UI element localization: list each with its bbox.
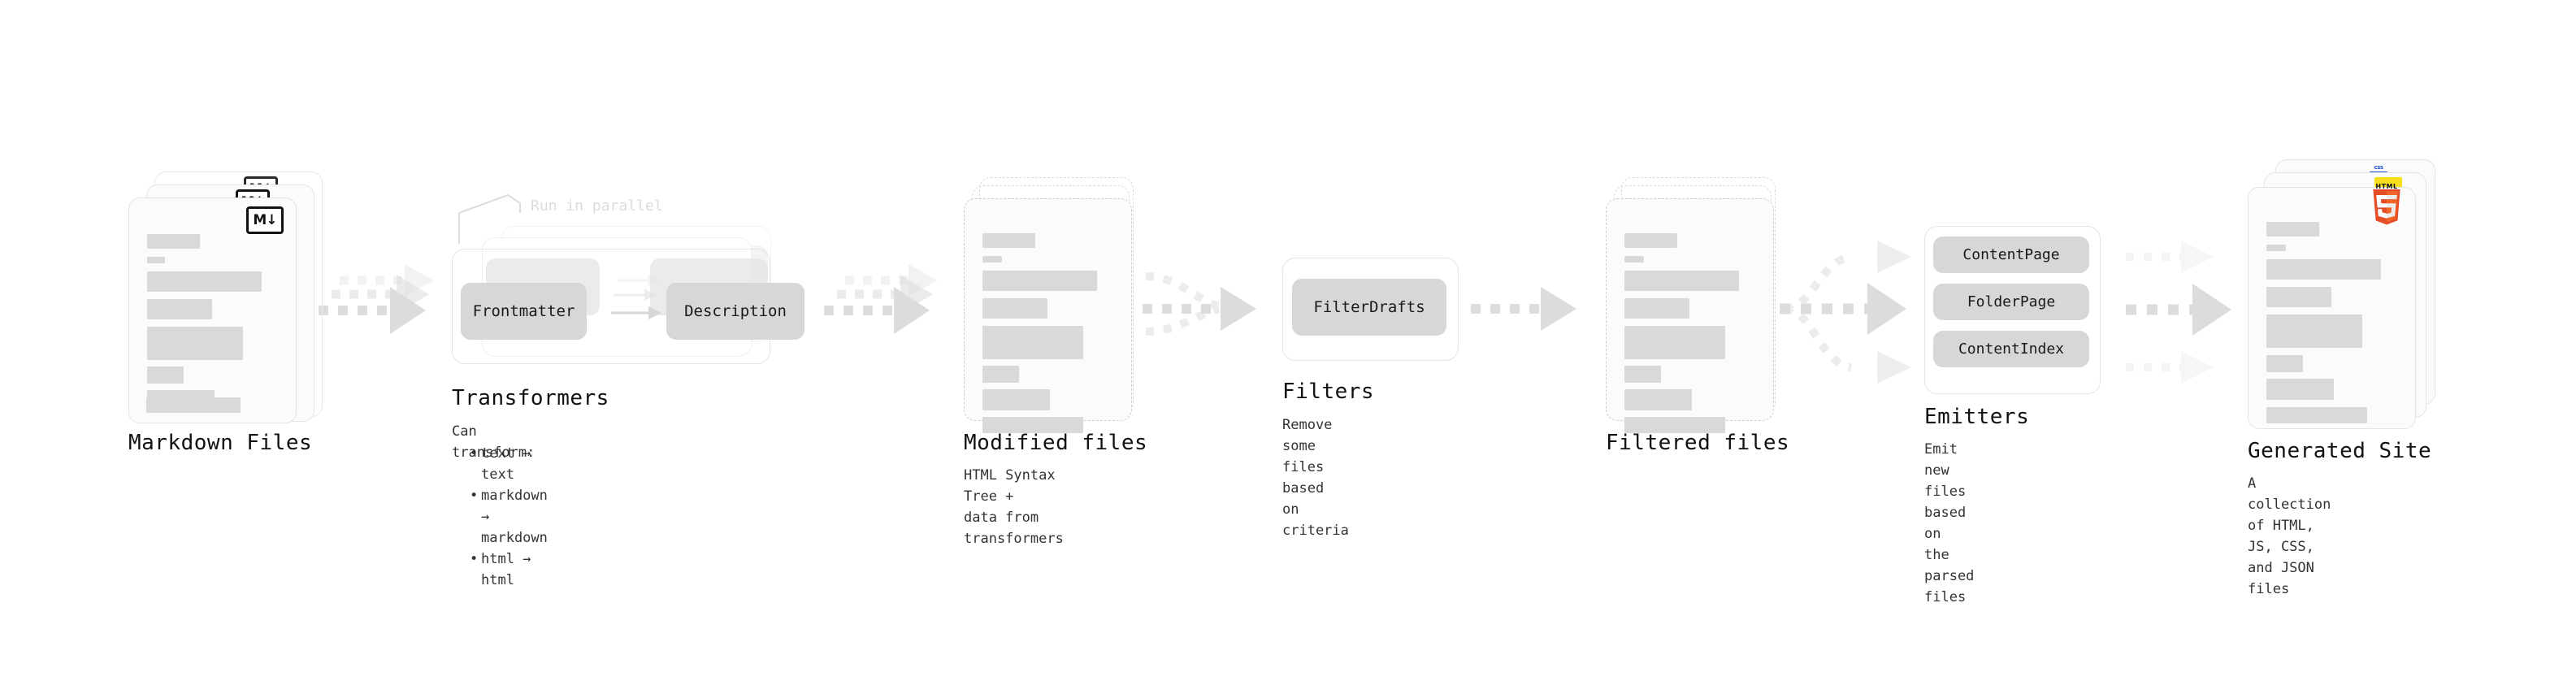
doc-line <box>2266 407 2367 423</box>
bullet-text: text → text <box>481 445 531 483</box>
chip-content-page[interactable]: ContentPage <box>1933 236 2089 273</box>
doc-line <box>147 257 165 263</box>
emitters-desc: Emit new files based on the parsed files <box>1924 441 1975 605</box>
doc-line <box>2266 355 2303 372</box>
filters-desc: Remove some files based on criteria <box>1282 417 1349 539</box>
doc-line <box>147 234 200 249</box>
chip-description[interactable]: Description <box>666 283 804 340</box>
modified-files-desc: HTML Syntax Tree + data from transformer… <box>964 467 1064 547</box>
arrow-filtered-to-emitters <box>1780 241 1911 384</box>
html5-badge-label: HTML <box>2375 183 2398 190</box>
doc-line <box>2266 314 2362 348</box>
filtered-card-front <box>1606 198 1774 433</box>
doc-line <box>1624 326 1725 359</box>
doc-line <box>982 271 1097 291</box>
markdown-card-front <box>128 197 297 423</box>
list-item: markdown → markdown <box>470 485 548 549</box>
css-badge-label: css <box>2374 164 2383 171</box>
doc-line <box>982 326 1083 359</box>
chip-filter-drafts[interactable]: FilterDrafts <box>1292 279 1446 336</box>
chip-folder-page[interactable]: FolderPage <box>1933 284 2089 320</box>
arrow-md-to-transformers <box>319 264 434 334</box>
stage-title-markdown-files: Markdown Files <box>128 431 313 455</box>
stage-title-filters: Filters <box>1282 380 1375 404</box>
doc-line <box>1624 298 1689 319</box>
chip-content-index[interactable]: ContentIndex <box>1933 331 2089 367</box>
html5-badge-icon: HTML <box>2370 183 2404 225</box>
generated-site-desc: A collection of HTML, JS, CSS, and JSON … <box>2248 475 2331 597</box>
stage-title-generated-site: Generated Site <box>2248 439 2432 463</box>
bullet-markdown: markdown → markdown <box>481 488 548 546</box>
doc-line <box>146 397 241 413</box>
site-card-front <box>2248 187 2416 429</box>
arrow-filters-to-filtered <box>1471 287 1576 331</box>
stage-title-transformers: Transformers <box>452 386 609 410</box>
doc-line <box>2266 259 2381 280</box>
bullet-html: html → html <box>481 551 531 588</box>
modified-card-front <box>964 198 1132 433</box>
list-item: text → text <box>470 443 548 485</box>
markdown-badge-icon: M↓ <box>246 206 284 234</box>
doc-line <box>982 366 1019 383</box>
doc-line <box>147 271 262 292</box>
run-in-parallel-label: Run in parallel <box>531 197 663 215</box>
doc-line <box>1624 271 1739 291</box>
doc-line <box>2266 287 2331 307</box>
transformers-bullet-list: text → text markdown → markdown html → h… <box>463 443 548 591</box>
doc-line <box>1624 389 1692 410</box>
doc-line <box>147 299 212 319</box>
stage-title-modified-files: Modified files <box>964 431 1148 455</box>
doc-line <box>1624 256 1644 262</box>
chip-frontmatter[interactable]: Frontmatter <box>461 283 587 340</box>
arrow-transformers-to-modified <box>824 264 938 334</box>
stage-title-filtered-files: Filtered files <box>1606 431 1790 455</box>
doc-line <box>982 256 1002 262</box>
doc-line <box>147 367 184 384</box>
doc-line <box>147 327 243 360</box>
doc-line <box>2266 222 2319 236</box>
arrow-modified-to-filters <box>1143 272 1256 336</box>
doc-line <box>982 417 1083 433</box>
doc-line <box>982 233 1035 248</box>
doc-line <box>2266 245 2286 251</box>
doc-line <box>1624 366 1661 383</box>
doc-line <box>1624 417 1725 433</box>
arrow-emitters-to-site <box>2126 241 2231 384</box>
doc-line <box>982 389 1050 410</box>
stage-title-emitters: Emitters <box>1924 405 2030 429</box>
doc-line <box>982 298 1047 319</box>
doc-line <box>1624 233 1677 248</box>
list-item: html → html <box>470 549 548 591</box>
doc-line <box>2266 379 2334 400</box>
